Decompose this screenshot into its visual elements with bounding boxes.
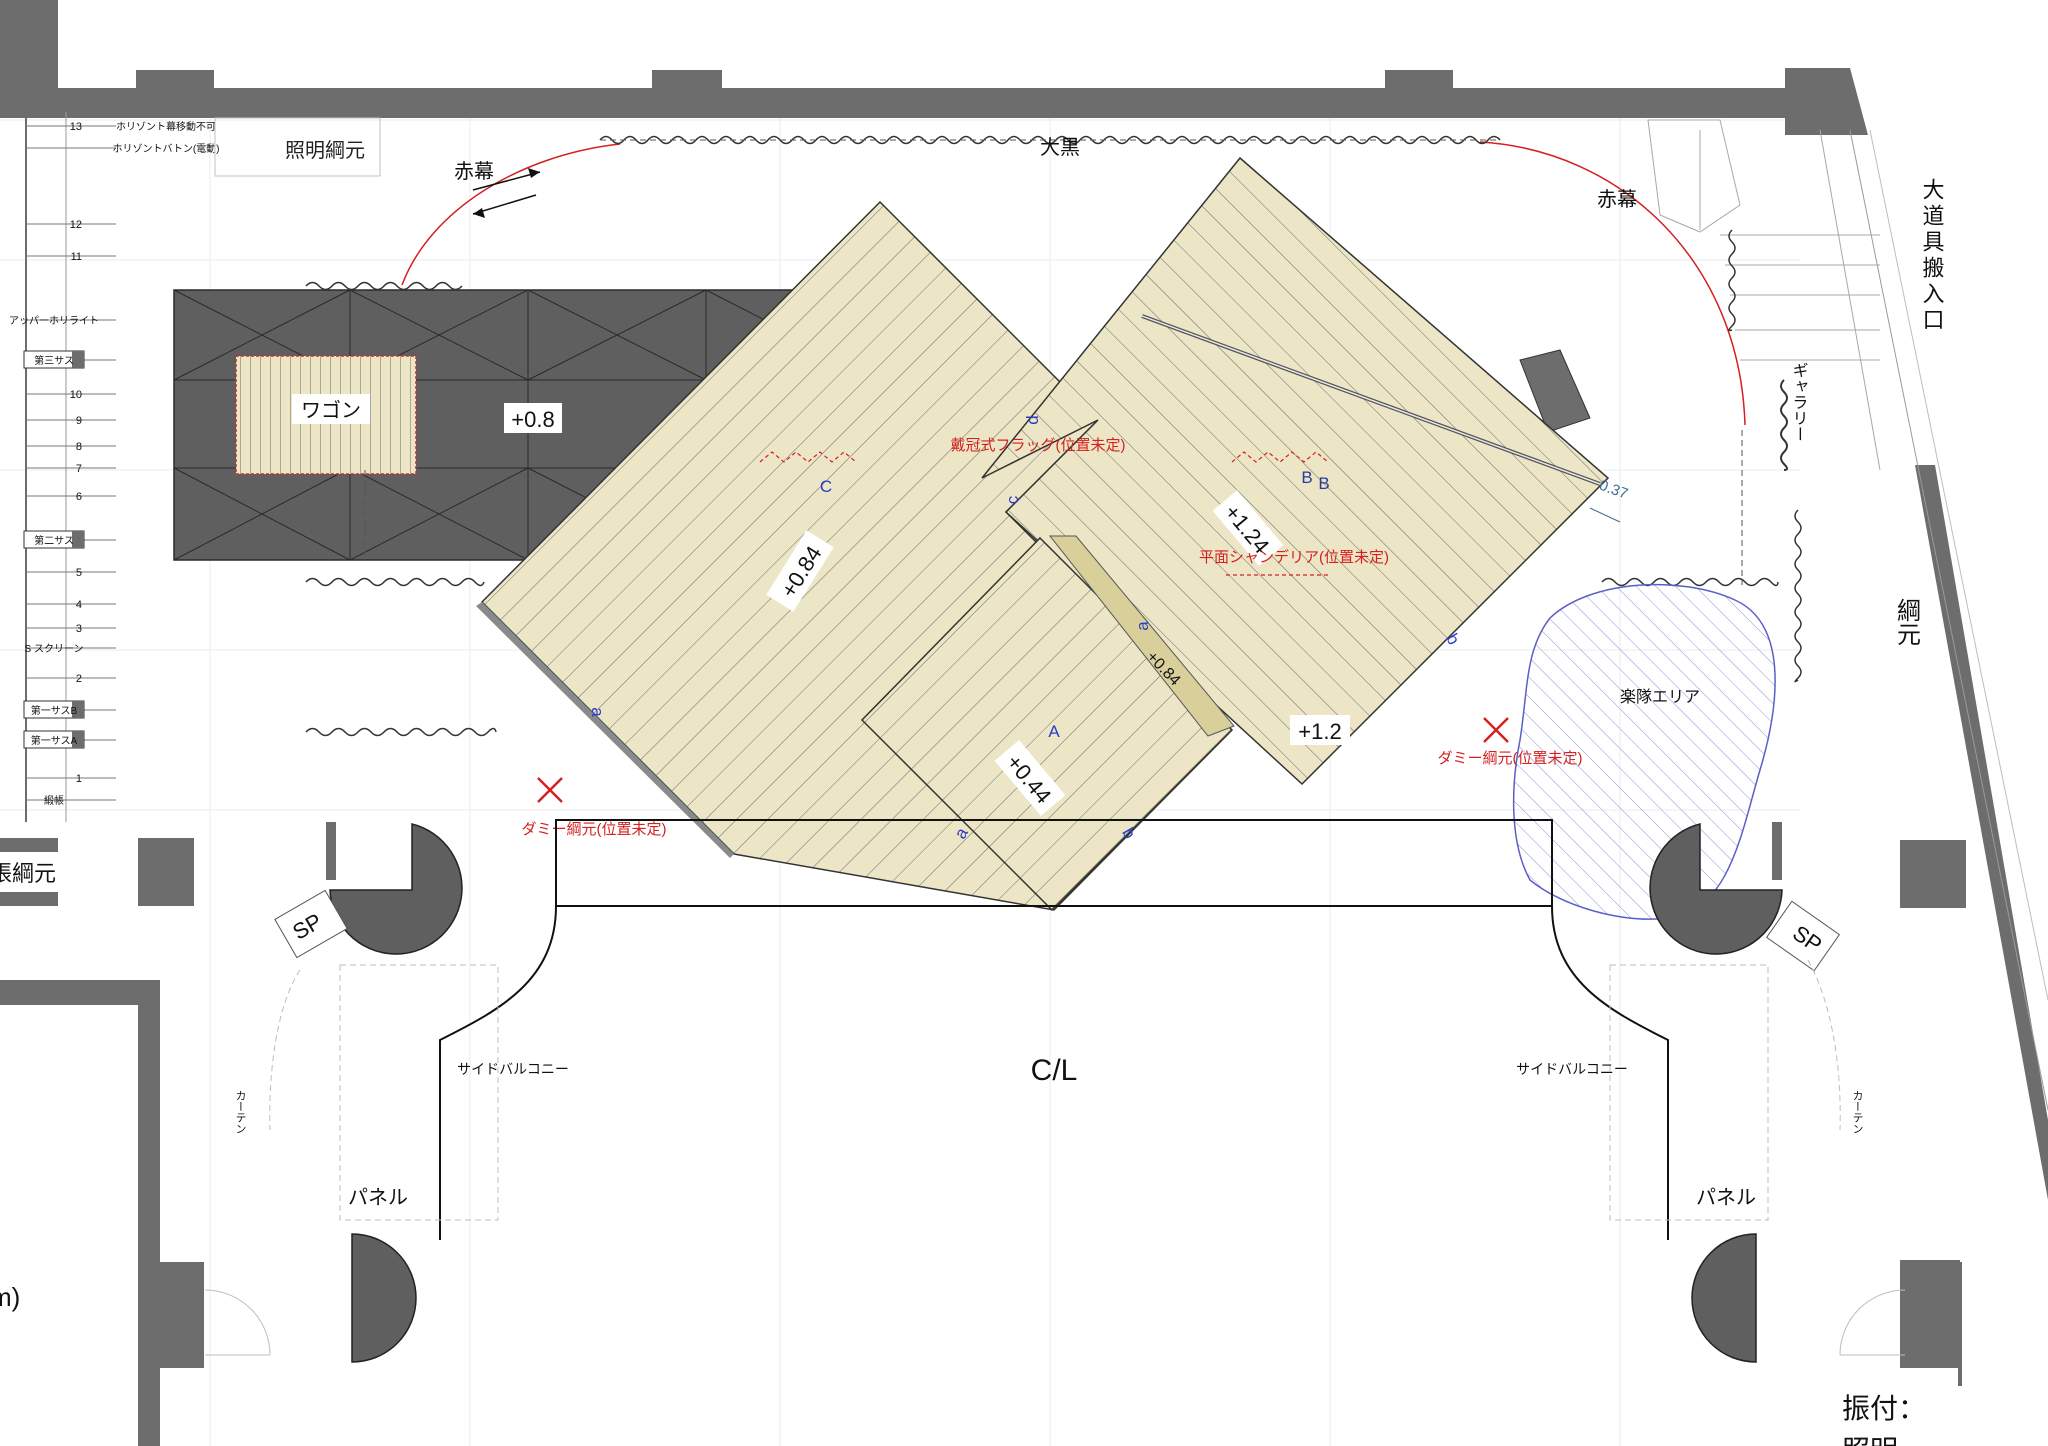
back-wall bbox=[0, 0, 1868, 135]
deck-b-low-height: +1.2 bbox=[1298, 719, 1341, 744]
batten-number: 2 bbox=[76, 673, 82, 685]
rope-rail-label: 綱元 bbox=[1893, 598, 1921, 646]
batten-box-shade bbox=[72, 731, 84, 748]
lighting-rail: 照明綱元 bbox=[214, 117, 381, 177]
side-balcony-right-label: サイドバルコニー bbox=[1516, 1061, 1628, 1077]
batten-box-shade bbox=[72, 701, 84, 718]
batten-name: 第三サス bbox=[34, 354, 74, 367]
curtain-wave bbox=[1601, 577, 1779, 587]
batten-name: 第一サスB bbox=[31, 704, 78, 717]
dummy-left-cross-icon bbox=[537, 777, 563, 803]
wagon-height: +0.8 bbox=[504, 403, 562, 433]
stairs bbox=[1647, 119, 1881, 471]
apron-outline bbox=[439, 819, 1669, 1240]
batten-box-shade bbox=[72, 351, 84, 368]
curtain-wave bbox=[1794, 509, 1802, 683]
deck-a-letter: A bbox=[1048, 722, 1060, 741]
batten-number: 4 bbox=[76, 599, 82, 611]
batten-name: ホリゾント幕移動不可 bbox=[116, 120, 216, 133]
deck-b-letter: B bbox=[1301, 468, 1312, 487]
speaker-left[interactable]: SP bbox=[274, 889, 348, 959]
batten-name: 第二サス bbox=[34, 534, 74, 547]
batten-name: アッパーホリライト bbox=[9, 315, 99, 327]
doors bbox=[204, 1289, 1906, 1356]
black-curtain-wave bbox=[599, 135, 1501, 145]
deck-b-letter-2: B bbox=[1318, 474, 1329, 493]
batten-number: 8 bbox=[76, 441, 82, 453]
gallery-label: ギャラリー bbox=[1790, 362, 1808, 442]
batten-number: 6 bbox=[76, 491, 82, 503]
tension-rail-label: 張綱元 bbox=[0, 861, 56, 886]
batten-number: 13 bbox=[70, 121, 82, 133]
curtain-wave bbox=[305, 727, 497, 737]
batten-number: 9 bbox=[76, 415, 82, 427]
red-curtain-right-label: 赤幕 bbox=[1597, 188, 1637, 211]
batten-number: 10 bbox=[70, 389, 82, 401]
black-curtain-label: 大黒 bbox=[1040, 136, 1080, 159]
curtain-wave bbox=[1728, 229, 1736, 332]
curtain-right-label: カーテン bbox=[1851, 1090, 1863, 1134]
curtain-wave bbox=[1780, 379, 1788, 471]
unit-fragment: m) bbox=[0, 1282, 20, 1312]
annotations: 戴冠式フラッグ(位置未定) 平面シャンデリア(位置未定) ダミー綱元(位置未定)… bbox=[522, 437, 1583, 838]
panel-right-label: パネル bbox=[1696, 1187, 1756, 1209]
curtains: 赤幕 赤幕 大黒 bbox=[305, 135, 1802, 737]
speaker-right[interactable]: SP bbox=[1765, 900, 1841, 972]
batten-number: 7 bbox=[76, 463, 82, 475]
chandelier-note: 平面シャンデリア(位置未定) bbox=[1199, 548, 1389, 566]
batten-number: 11 bbox=[71, 251, 82, 263]
edge-letter-d: d bbox=[1023, 415, 1042, 424]
columns bbox=[329, 823, 1783, 1363]
bottom-right-fragment: 振付： bbox=[1842, 1393, 1926, 1424]
batten-number: 3 bbox=[76, 623, 82, 635]
lighting-rail-label: 照明綱元 bbox=[285, 139, 365, 162]
curtain-left-label: カーテン bbox=[234, 1090, 246, 1134]
batten-name: 第一サスA bbox=[31, 734, 78, 747]
edge-letter-a1: a bbox=[588, 707, 607, 717]
left-wall bbox=[0, 838, 204, 1446]
wagon-height-label: +0.8 bbox=[511, 407, 554, 432]
dummy-left-note: ダミー綱元(位置未定) bbox=[522, 821, 667, 838]
big-prop-entrance-label: 大道具搬入口 bbox=[1920, 178, 1945, 334]
flag-note: 戴冠式フラッグ(位置未定) bbox=[951, 437, 1126, 454]
curtain-wave bbox=[305, 577, 485, 587]
edge-letter-a3: a bbox=[1133, 621, 1152, 631]
centerline-label: C/L bbox=[1031, 1054, 1078, 1087]
right-wall bbox=[1849, 129, 2048, 1386]
batten-name: S スクリーン bbox=[25, 643, 84, 655]
batten-number: 12 bbox=[70, 219, 82, 231]
band-area-label: 楽隊エリア bbox=[1620, 688, 1700, 706]
column-pieces bbox=[326, 822, 1782, 880]
batten-name: 緞帳 bbox=[44, 794, 64, 807]
batten-number: 5 bbox=[76, 567, 82, 579]
dummy-right-cross-icon bbox=[1483, 717, 1509, 743]
edge-letter-c: c bbox=[1003, 495, 1022, 504]
side-areas bbox=[269, 959, 1841, 1221]
red-curtain-left-label: 赤幕 bbox=[454, 160, 494, 183]
bottom-right-fragment-2: 照明 bbox=[1842, 1435, 1898, 1446]
batten-number: 1 bbox=[76, 773, 82, 785]
batten-name: ホリゾントバトン(電動) bbox=[113, 142, 220, 155]
batten-box-shade bbox=[72, 531, 84, 548]
corner-value: 0.37 bbox=[1597, 477, 1630, 503]
wagon[interactable]: ワゴン bbox=[235, 355, 417, 475]
deck-c-letter: C bbox=[820, 477, 832, 496]
wagon-label: ワゴン bbox=[301, 399, 361, 422]
panel-left-label: パネル bbox=[348, 1187, 408, 1209]
side-balcony-left-label: サイドバルコニー bbox=[457, 1061, 569, 1077]
curtain-wave bbox=[305, 281, 463, 291]
